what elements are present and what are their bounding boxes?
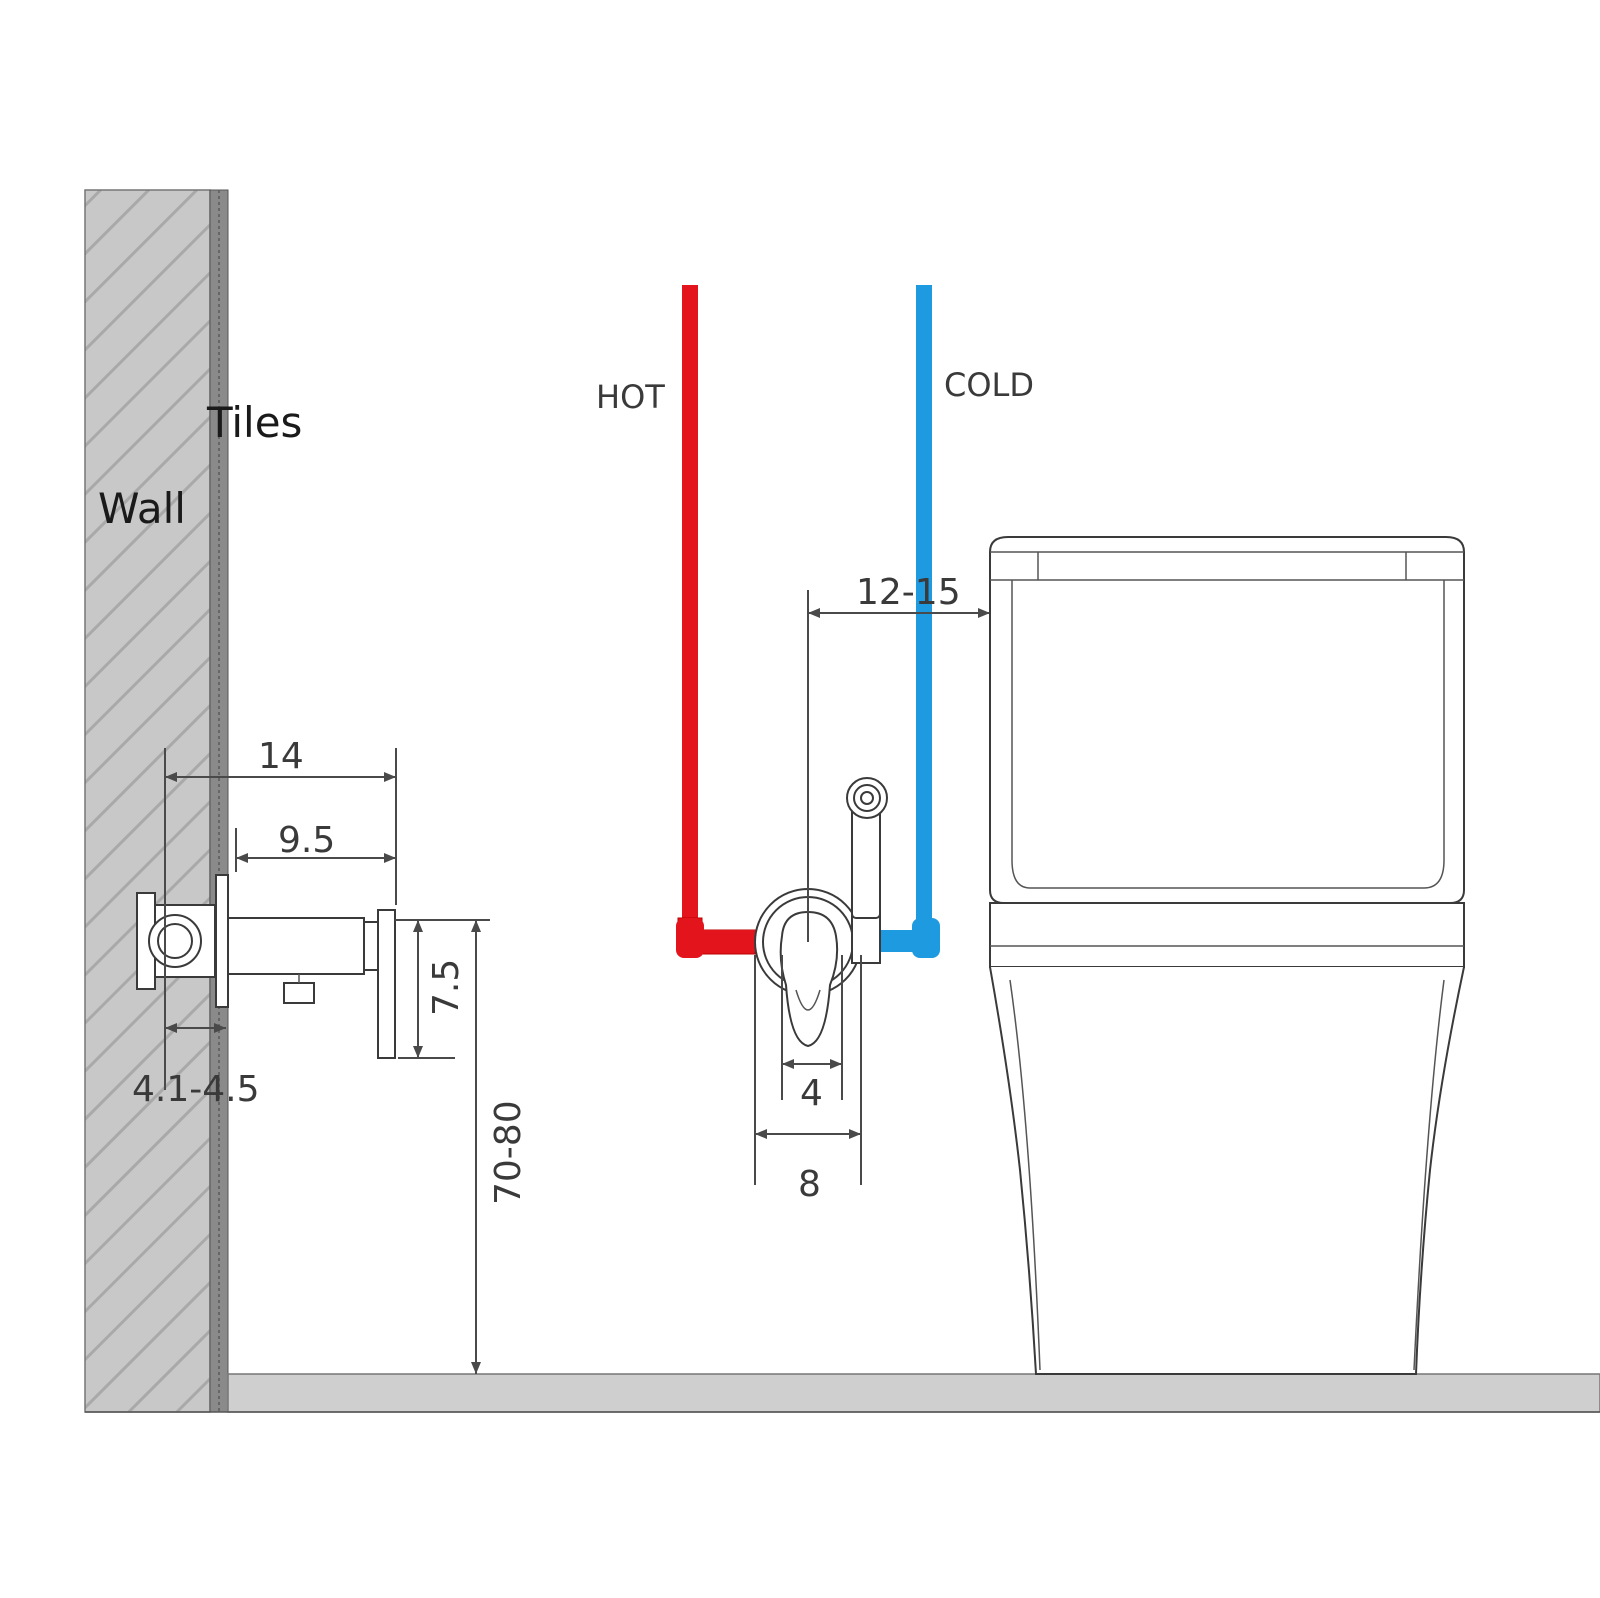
toilet-seat [989,902,1465,968]
dimension-4-1-4-5: 4.1-4.5 [132,1023,260,1110]
valve-side-view [136,874,490,1059]
toilet-tank [989,536,1465,904]
dimension-7-5-text: 7.5 [426,959,467,1016]
dimension-7-5: 7.5 [398,920,467,1059]
dimension-14: 14 [164,736,397,1090]
toilet [989,536,1465,1375]
cold-pipe [880,285,940,958]
dimension-9-5: 9.5 [235,820,396,872]
valve-front-view [754,777,888,1048]
dimension-4: 4 [781,955,843,1114]
cold-label: COLD [944,366,1034,404]
sprayer-holder [851,914,881,964]
dimension-14-text: 14 [258,736,304,777]
hot-pipe [676,285,760,958]
floor [227,1373,1600,1413]
dimension-70-80-text: 70-80 [488,1100,529,1205]
dimension-8: 8 [754,955,862,1205]
dimension-8-text: 8 [798,1164,821,1205]
hot-label: HOT [596,378,665,416]
cover-plate-side [215,874,229,1008]
dimension-12-15: 12-15 [807,572,990,942]
lever-side [377,909,396,1059]
wall-label: Wall [98,484,186,533]
outlet-nut [283,982,315,1004]
dimension-4-1-4-5-text: 4.1-4.5 [132,1069,260,1110]
dimension-12-15-text: 12-15 [856,572,961,613]
wall-block [84,189,211,1413]
tiles-label: Tiles [206,398,302,447]
dimension-4-text: 4 [800,1073,823,1114]
toilet-bowl [989,966,1465,1375]
dimension-9-5-text: 9.5 [278,820,335,861]
dimension-70-80: 70-80 [471,920,529,1374]
wall-section [84,189,229,1413]
